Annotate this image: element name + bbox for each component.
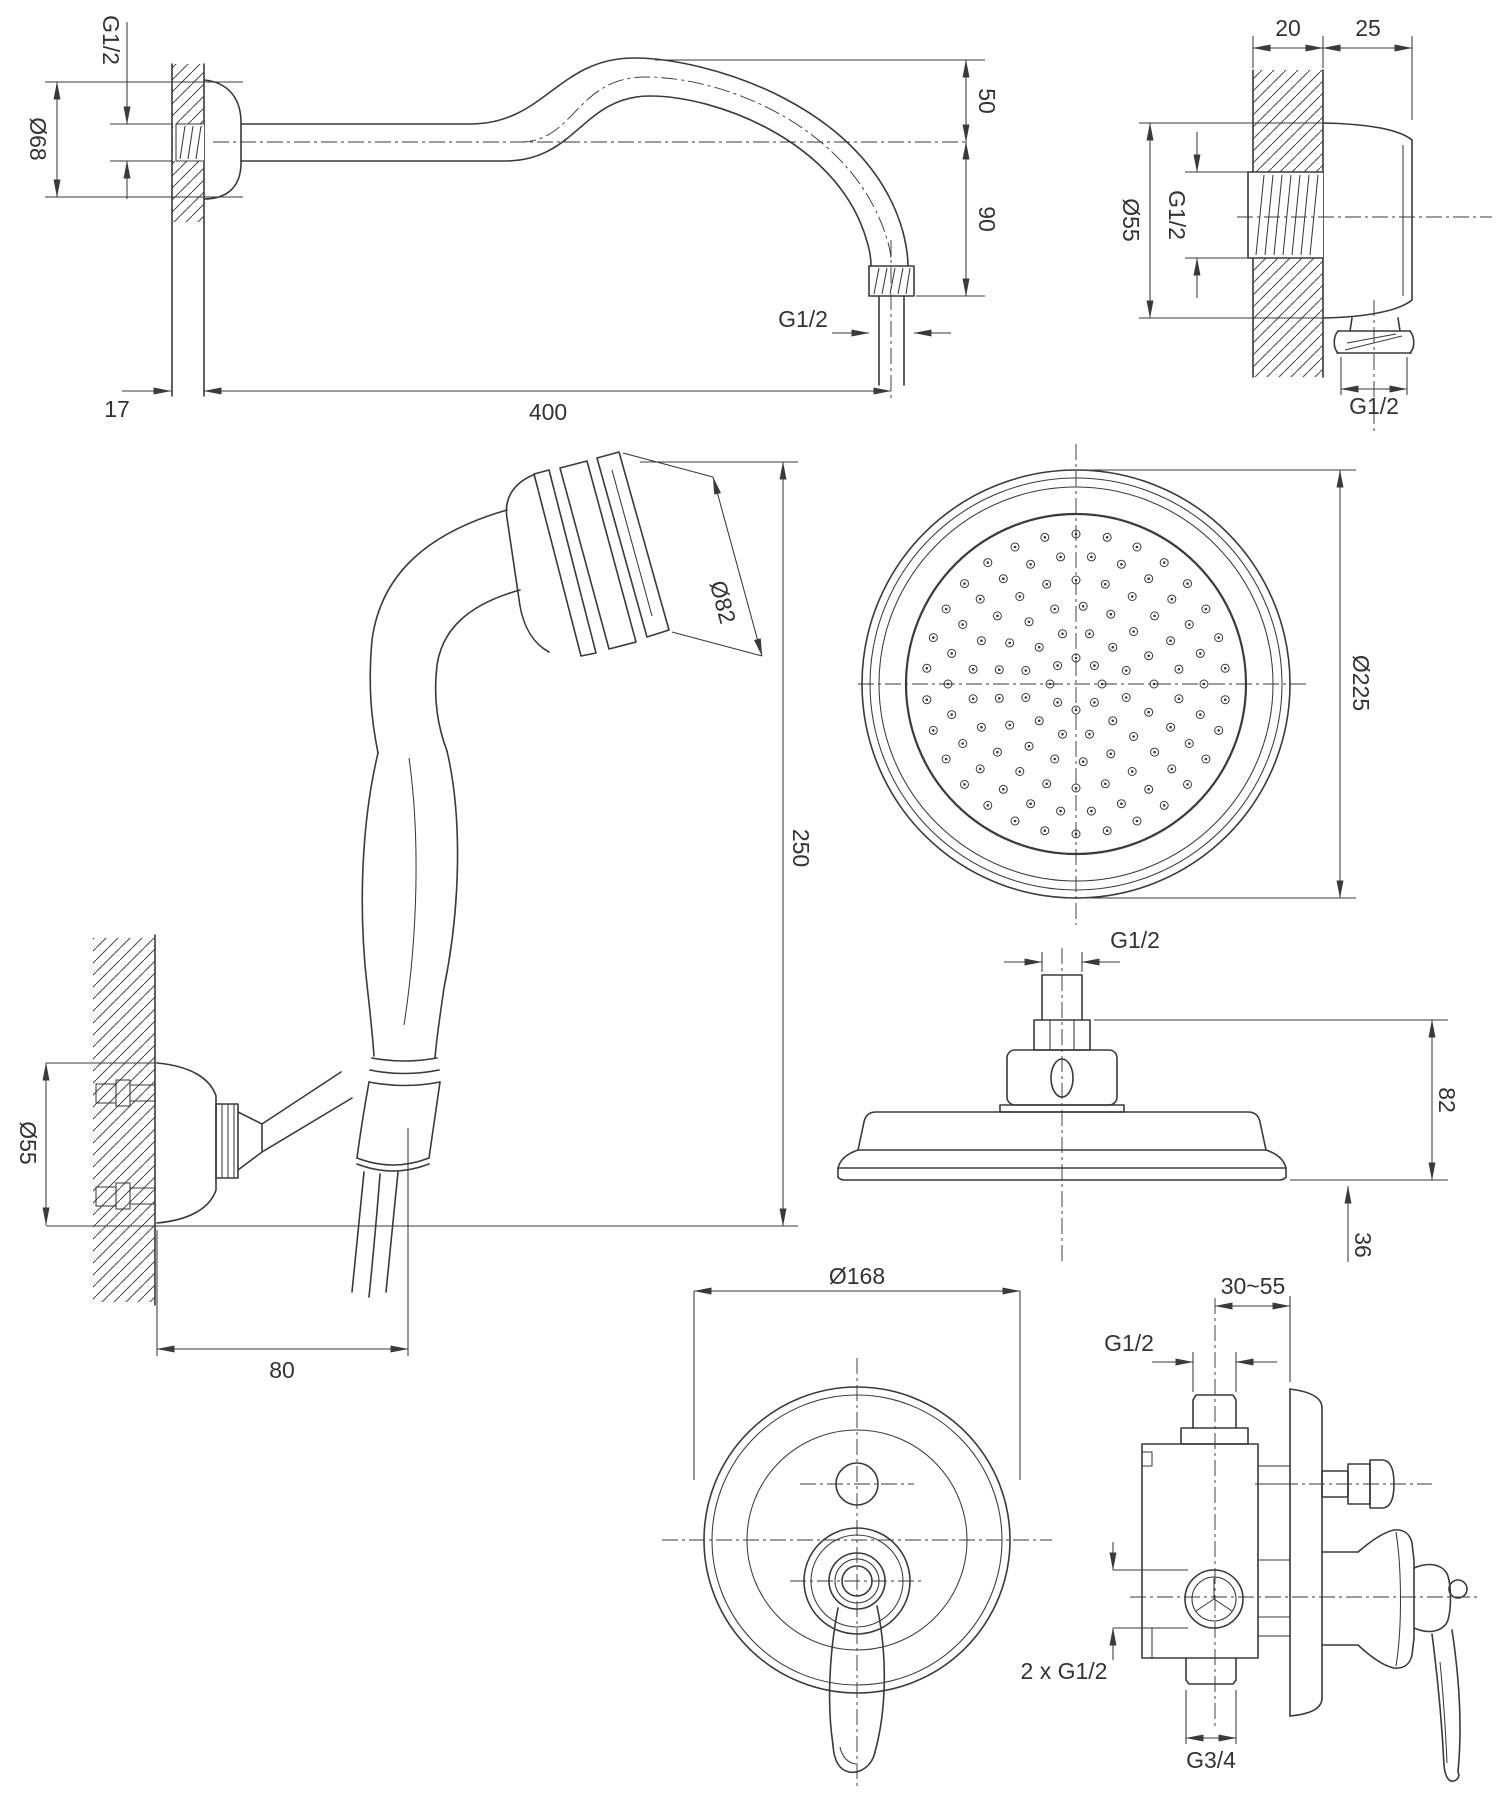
dim-label-elbow-flange-dia: Ø55 <box>1118 198 1144 241</box>
dim-label-head-dia: Ø225 <box>1348 655 1374 711</box>
hand-shower-view: Ø82 250 <box>46 451 814 1298</box>
dim-label-arm-wall-thread: G1/2 <box>98 15 124 65</box>
dim-label-arm-wall-thickness: 17 <box>104 396 130 422</box>
dim-label-mixer-depth: 30~55 <box>1221 1273 1286 1299</box>
dim-label-arm-offset-top: 50 <box>974 88 1000 114</box>
shower-arm-view: G1/2 Ø68 50 90 G1/2 17 400 <box>25 15 1000 425</box>
dim-label-hand-shower-head-dia: Ø82 <box>705 578 741 627</box>
wall-elbow-view: 20 25 Ø55 G1/2 G1/2 <box>1118 15 1492 432</box>
dim-label-head-thread: G1/2 <box>1110 927 1160 953</box>
dim-label-mixer-outlet: G3/4 <box>1186 1747 1236 1773</box>
dim-label-mixer-ports: 2 x G1/2 <box>1021 1658 1108 1684</box>
dim-label-holder-reach: 80 <box>269 1357 295 1383</box>
dim-label-hand-shower-length: 250 <box>788 829 814 867</box>
holder-view: Ø55 80 <box>15 934 409 1383</box>
wall-hatch <box>93 938 155 1302</box>
dim-label-head-rim: 36 <box>1350 1232 1376 1258</box>
dim-label-elbow-wall-depth: 20 <box>1275 15 1301 41</box>
dim-label-elbow-protrusion: 25 <box>1355 15 1381 41</box>
dim-label-head-height: 82 <box>1434 1087 1460 1113</box>
dim-label-holder-flange-dia: Ø55 <box>15 1121 41 1164</box>
dim-label-arm-offset-drop: 90 <box>974 206 1000 232</box>
dim-label-mixer-plate-dia: Ø168 <box>829 1263 885 1289</box>
dim-label-arm-reach: 400 <box>529 399 567 425</box>
dim-label-mixer-inlet: G1/2 <box>1104 1330 1154 1356</box>
mixer-lever <box>828 1607 839 1746</box>
dim-label-arm-flange-dia: Ø68 <box>25 117 51 160</box>
nozzle-field <box>922 529 1230 839</box>
dim-label-arm-outlet-thread: G1/2 <box>778 306 828 332</box>
shower-head-top-view: Ø225 <box>858 444 1374 925</box>
dim-label-elbow-outlet-thread: G1/2 <box>1349 393 1399 419</box>
mixer-front-view: Ø168 <box>662 1263 1052 1790</box>
shower-head-side-view: G1/2 82 36 <box>837 927 1460 1265</box>
mixer-side-view: 30~55 G1/2 2 x G1/2 G3/4 <box>1021 1273 1478 1782</box>
dim-label-elbow-thread: G1/2 <box>1164 190 1190 240</box>
